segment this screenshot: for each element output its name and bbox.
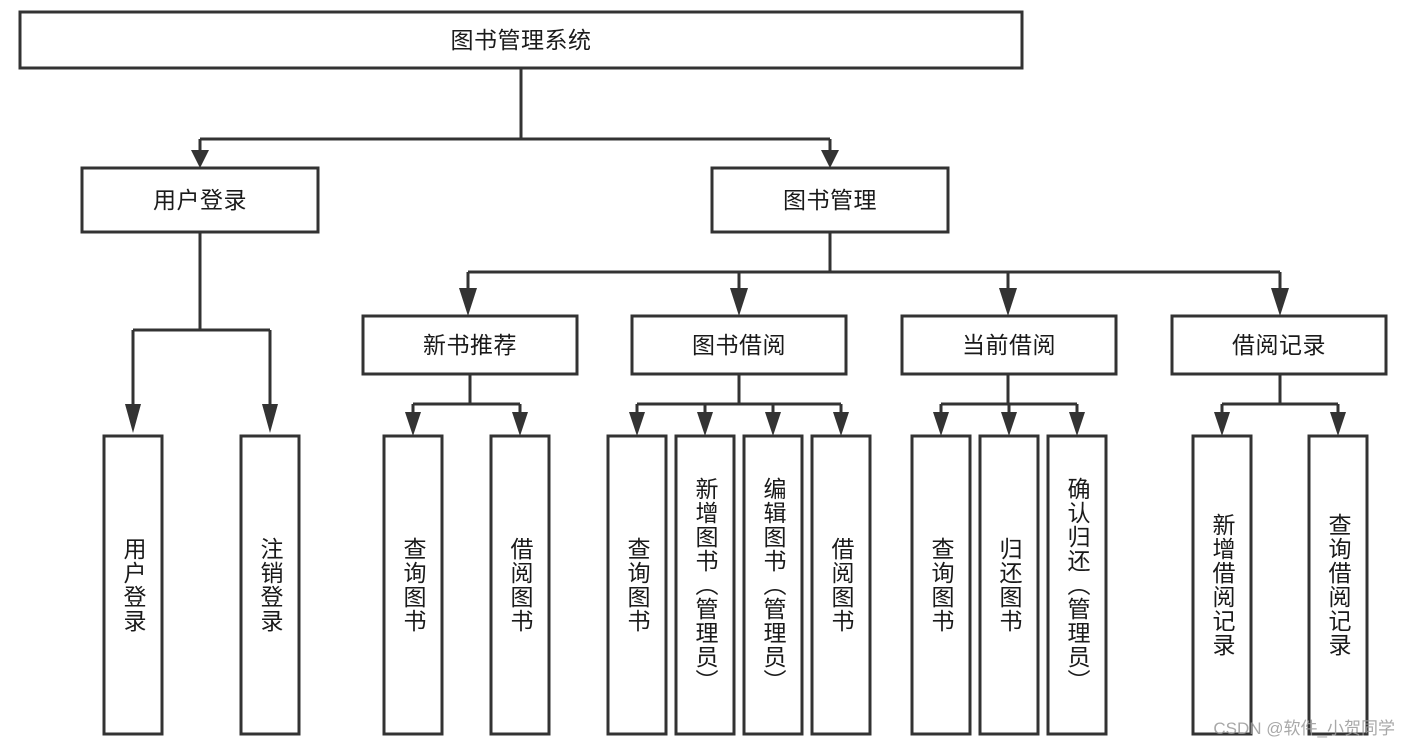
arrowhead-br-leaf-2 bbox=[1330, 412, 1346, 436]
arrowhead-book-manage bbox=[821, 150, 839, 168]
node-box-leaf-cb-query-book[interactable] bbox=[910, 434, 972, 736]
arrowhead-leaf-user-login-1 bbox=[125, 404, 141, 433]
node-box-new-book-recommend[interactable] bbox=[361, 314, 579, 376]
arrowhead-br-leaf-1 bbox=[1214, 412, 1230, 436]
arrowhead-nbr-leaf-1 bbox=[405, 412, 421, 436]
arrowhead-cb-leaf-3 bbox=[1069, 412, 1085, 436]
arrowhead-bb-leaf-4 bbox=[833, 412, 849, 436]
node-box-book-manage[interactable] bbox=[710, 166, 950, 234]
arrowhead-leaf-user-login-2 bbox=[262, 404, 278, 433]
arrowhead-nbr-leaf-2 bbox=[512, 412, 528, 436]
node-box-book-borrow[interactable] bbox=[630, 314, 848, 376]
arrowhead-cb-leaf-2 bbox=[1001, 412, 1017, 436]
arrowhead-new-book-recommend bbox=[459, 288, 477, 316]
arrowhead-bb-leaf-1 bbox=[629, 412, 645, 436]
node-box-leaf-nbr-borrow-book[interactable] bbox=[489, 434, 551, 736]
arrowhead-current-borrow bbox=[999, 288, 1017, 316]
node-box-leaf-br-query-record[interactable] bbox=[1307, 434, 1369, 736]
node-box-leaf-bb-query-book[interactable] bbox=[606, 434, 668, 736]
arrowhead-cb-leaf-1 bbox=[933, 412, 949, 436]
arrowhead-bb-leaf-3 bbox=[765, 412, 781, 436]
node-box-root[interactable] bbox=[18, 10, 1024, 70]
node-box-leaf-logout[interactable] bbox=[239, 434, 301, 736]
arrowhead-bb-leaf-2 bbox=[697, 412, 713, 436]
node-box-borrow-record[interactable] bbox=[1170, 314, 1388, 376]
arrowhead-book-borrow bbox=[730, 288, 748, 316]
arrowhead-user-login bbox=[191, 150, 209, 168]
node-box-leaf-bb-borrow-book[interactable] bbox=[810, 434, 872, 736]
node-box-leaf-br-add-record[interactable] bbox=[1191, 434, 1253, 736]
node-box-leaf-user-login[interactable] bbox=[102, 434, 164, 736]
node-box-leaf-cb-return-book[interactable] bbox=[978, 434, 1040, 736]
node-box-leaf-cb-confirm-return[interactable] bbox=[1046, 434, 1108, 736]
node-box-leaf-bb-add-book[interactable] bbox=[674, 434, 736, 736]
node-box-leaf-bb-edit-book[interactable] bbox=[742, 434, 804, 736]
node-box-user-login[interactable] bbox=[80, 166, 320, 234]
node-box-current-borrow[interactable] bbox=[900, 314, 1118, 376]
node-box-leaf-nbr-query-book[interactable] bbox=[382, 434, 444, 736]
arrowhead-borrow-record bbox=[1271, 288, 1289, 316]
